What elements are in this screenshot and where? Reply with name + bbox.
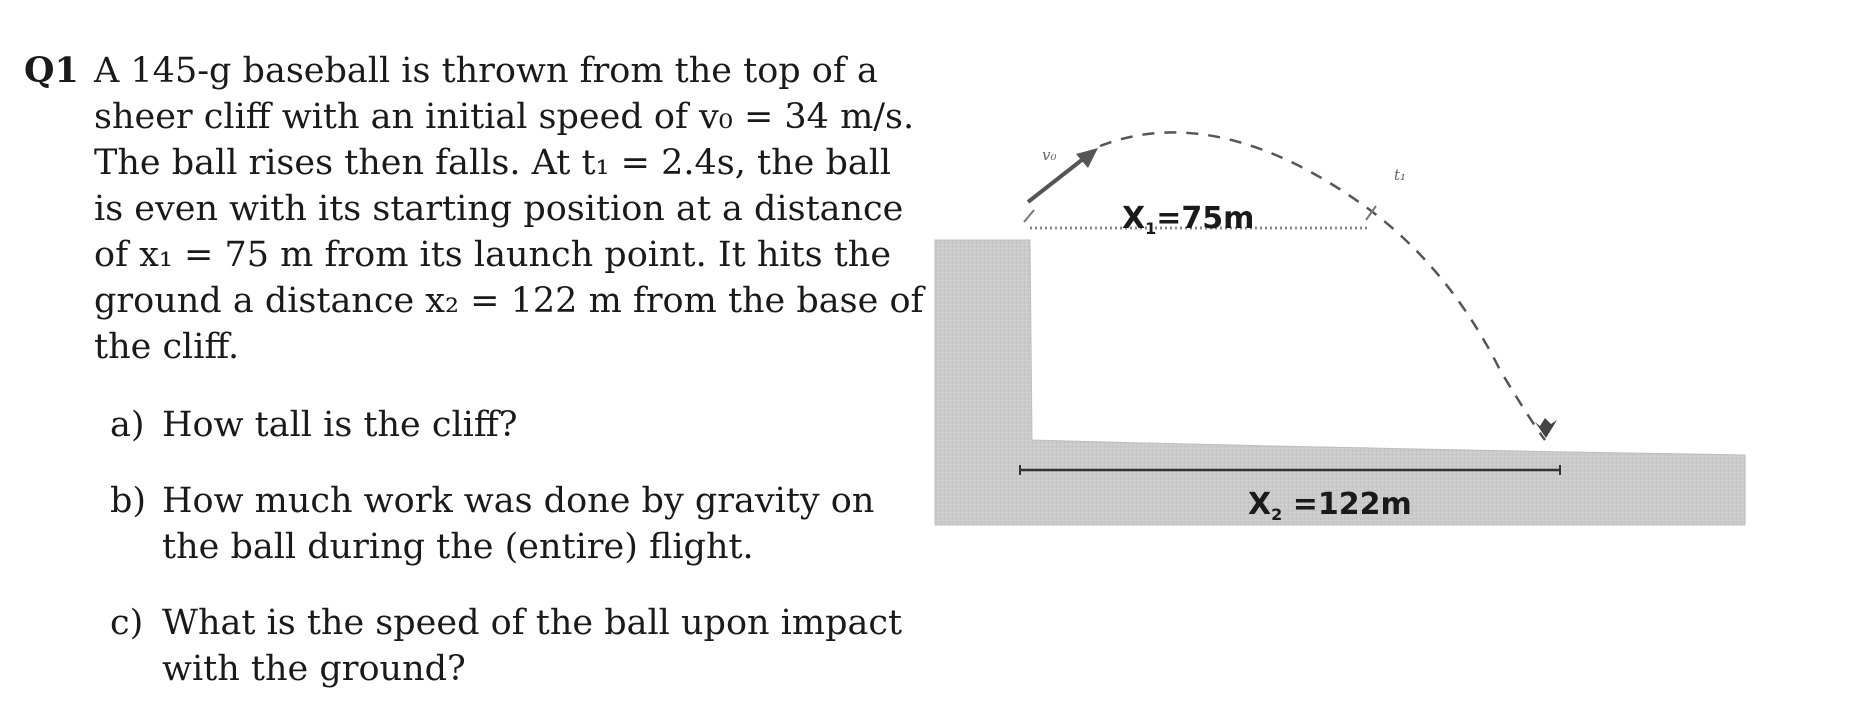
question-line: the cliff.: [94, 327, 240, 367]
question-number: Q1: [24, 50, 79, 91]
part-line: with the ground?: [162, 649, 466, 689]
question-line: ground a distance x₂ = 122 m from the ba…: [94, 281, 924, 321]
x2-label-main: X: [1248, 487, 1271, 522]
start-tick: [1023, 209, 1035, 223]
question-text: A 145-g baseball is thrown from the top …: [94, 48, 924, 370]
question-parts: a) How tall is the cliff? b) How much wo…: [110, 402, 902, 722]
part-letter: b): [110, 481, 147, 521]
question-statement: Q1 A 145-g baseball is thrown from the t…: [24, 48, 924, 370]
cliff-diagram-svg: v₀ t₁ X1=75m X2 =122m: [934, 131, 1746, 526]
part-line: What is the speed of the ball upon impac…: [162, 603, 903, 643]
part-text: How much work was done by gravity on the…: [162, 478, 875, 570]
part-c: c) What is the speed of the ball upon im…: [110, 600, 902, 692]
x2-label: X2 =122m: [1248, 487, 1412, 524]
x1-label-value: =75m: [1156, 201, 1254, 236]
part-text: How tall is the cliff?: [162, 402, 517, 448]
x1-label: X1=75m: [1122, 201, 1254, 238]
part-line: How much work was done by gravity on: [162, 481, 875, 521]
cliff-diagram: v₀ t₁ X1=75m X2 =122m: [920, 110, 1760, 630]
question-line: is even with its starting position at a …: [94, 189, 904, 229]
x2-label-sub: 2: [1271, 505, 1282, 524]
part-a: a) How tall is the cliff?: [110, 402, 870, 448]
impact-arrowhead: [1535, 418, 1557, 438]
part-b: b) How much work was done by gravity on …: [110, 478, 875, 570]
t1-label: t₁: [1394, 166, 1406, 184]
question-line: The ball rises then falls. At t₁ = 2.4s,…: [94, 143, 892, 183]
part-text: What is the speed of the ball upon impac…: [162, 600, 902, 692]
v0-label: v₀: [1042, 146, 1057, 164]
x1-label-sub: 1: [1145, 219, 1156, 238]
v0-arrowhead: [1076, 148, 1098, 168]
v0-arrow: [1026, 150, 1094, 204]
part-letter: c): [110, 603, 144, 643]
part-letter: a): [110, 405, 145, 445]
question-line: of x₁ = 75 m from its launch point. It h…: [94, 235, 892, 275]
trajectory-path: [1099, 131, 1547, 441]
x1-label-main: X: [1122, 201, 1145, 236]
part-line: the ball during the (entire) flight.: [162, 527, 754, 567]
question-block: Q1 A 145-g baseball is thrown from the t…: [24, 48, 924, 370]
part-line: How tall is the cliff?: [162, 405, 518, 445]
x2-label-value: =122m: [1282, 487, 1411, 522]
question-line: A 145-g baseball is thrown from the top …: [94, 51, 878, 91]
t1-tick: [1365, 205, 1377, 221]
question-line: sheer cliff with an initial speed of v₀ …: [94, 97, 915, 137]
cliff-shape: [934, 239, 1746, 526]
